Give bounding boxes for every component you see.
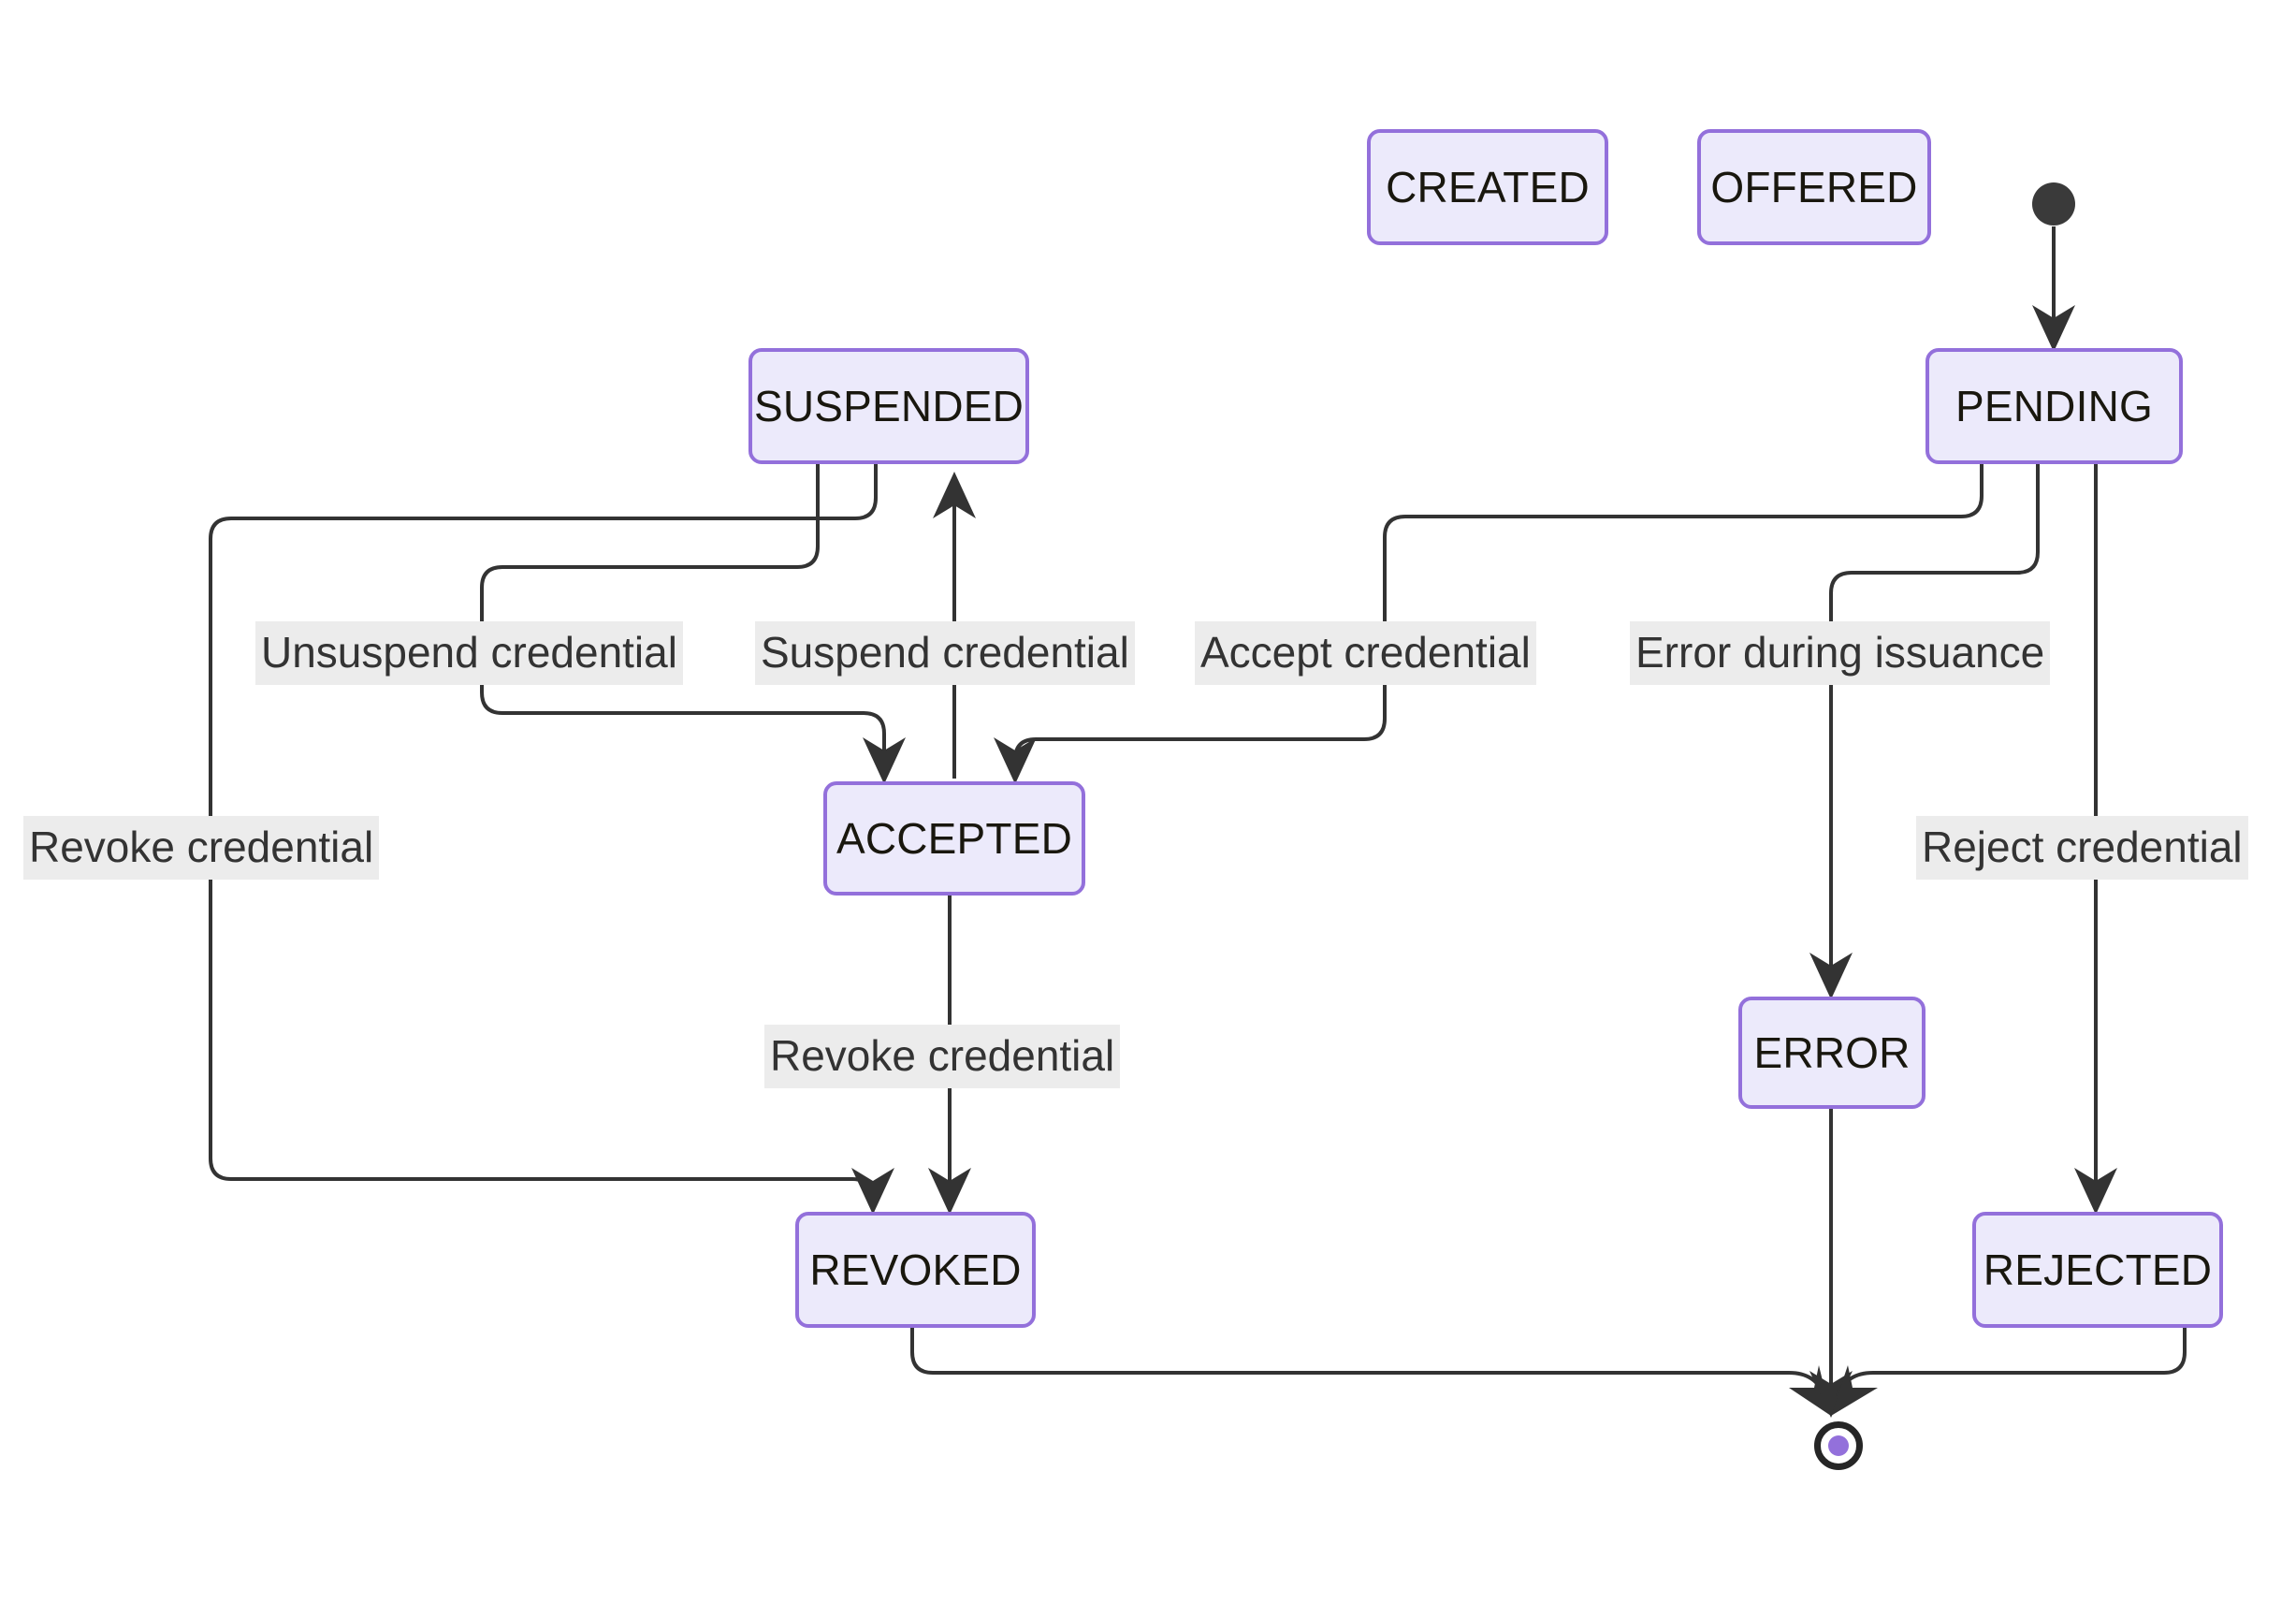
- edge-label-revoke-credential-from-accepted: Revoke credential: [764, 1025, 1121, 1088]
- state-node-revoked[interactable]: REVOKED: [795, 1212, 1036, 1328]
- edge-label-unsuspend-credential: Unsuspend credential: [255, 621, 683, 685]
- state-node-offered[interactable]: OFFERED: [1697, 129, 1931, 245]
- start-state-marker: [2032, 182, 2075, 226]
- edge-revoked-end: [910, 1328, 1831, 1416]
- edge-label-revoke-credential-from-suspended: Revoke credential: [23, 816, 380, 880]
- state-node-error[interactable]: ERROR: [1738, 997, 1925, 1109]
- edge-suspended-revoked: [209, 464, 894, 1215]
- state-node-rejected[interactable]: REJECTED: [1972, 1212, 2223, 1328]
- state-label-revoked: REVOKED: [809, 1245, 1022, 1294]
- edge-rejected-end: [1831, 1328, 2187, 1416]
- edge-label-accept-credential: Accept credential: [1195, 621, 1536, 685]
- edge-label-error-during-issuance: Error during issuance: [1630, 621, 2051, 685]
- edge-error-end: [1809, 1109, 1853, 1418]
- edge-start-pending: [2032, 226, 2075, 352]
- state-label-rejected: REJECTED: [1983, 1245, 2213, 1294]
- end-state-inner-dot: [1828, 1435, 1849, 1456]
- state-label-error: ERROR: [1753, 1028, 1911, 1077]
- state-node-suspended[interactable]: SUSPENDED: [748, 348, 1029, 464]
- edge-label-suspend-credential: Suspend credential: [755, 621, 1135, 685]
- state-node-pending[interactable]: PENDING: [1925, 348, 2183, 464]
- edge-pending-error: [1809, 464, 2040, 999]
- state-label-accepted: ACCEPTED: [836, 814, 1073, 863]
- edge-label-reject-credential: Reject credential: [1916, 816, 2248, 880]
- end-state-marker: [1814, 1421, 1863, 1470]
- state-label-offered: OFFERED: [1710, 163, 1918, 211]
- state-node-accepted[interactable]: ACCEPTED: [823, 781, 1085, 896]
- state-label-created: CREATED: [1386, 163, 1590, 211]
- state-node-created[interactable]: CREATED: [1367, 129, 1608, 245]
- state-label-suspended: SUSPENDED: [753, 382, 1024, 430]
- state-label-pending: PENDING: [1955, 382, 2153, 430]
